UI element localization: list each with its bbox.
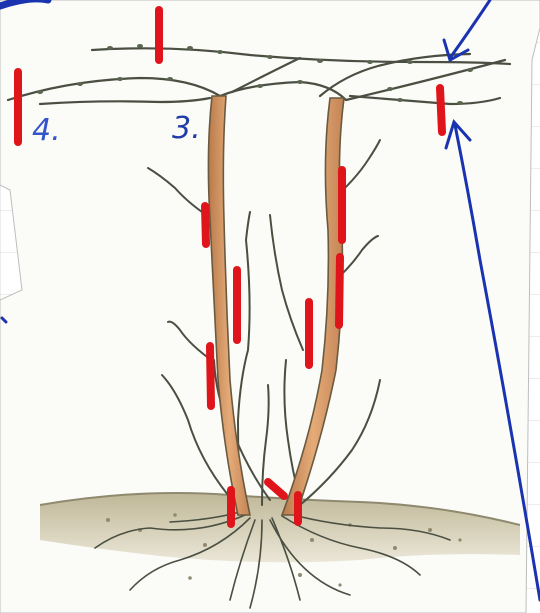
label-4: 4. [32,113,61,148]
cut-mark [339,257,340,325]
cut-mark [205,206,206,244]
cut-mark [440,88,442,132]
label-3: 3. [172,111,201,146]
cut-mark [210,346,211,406]
